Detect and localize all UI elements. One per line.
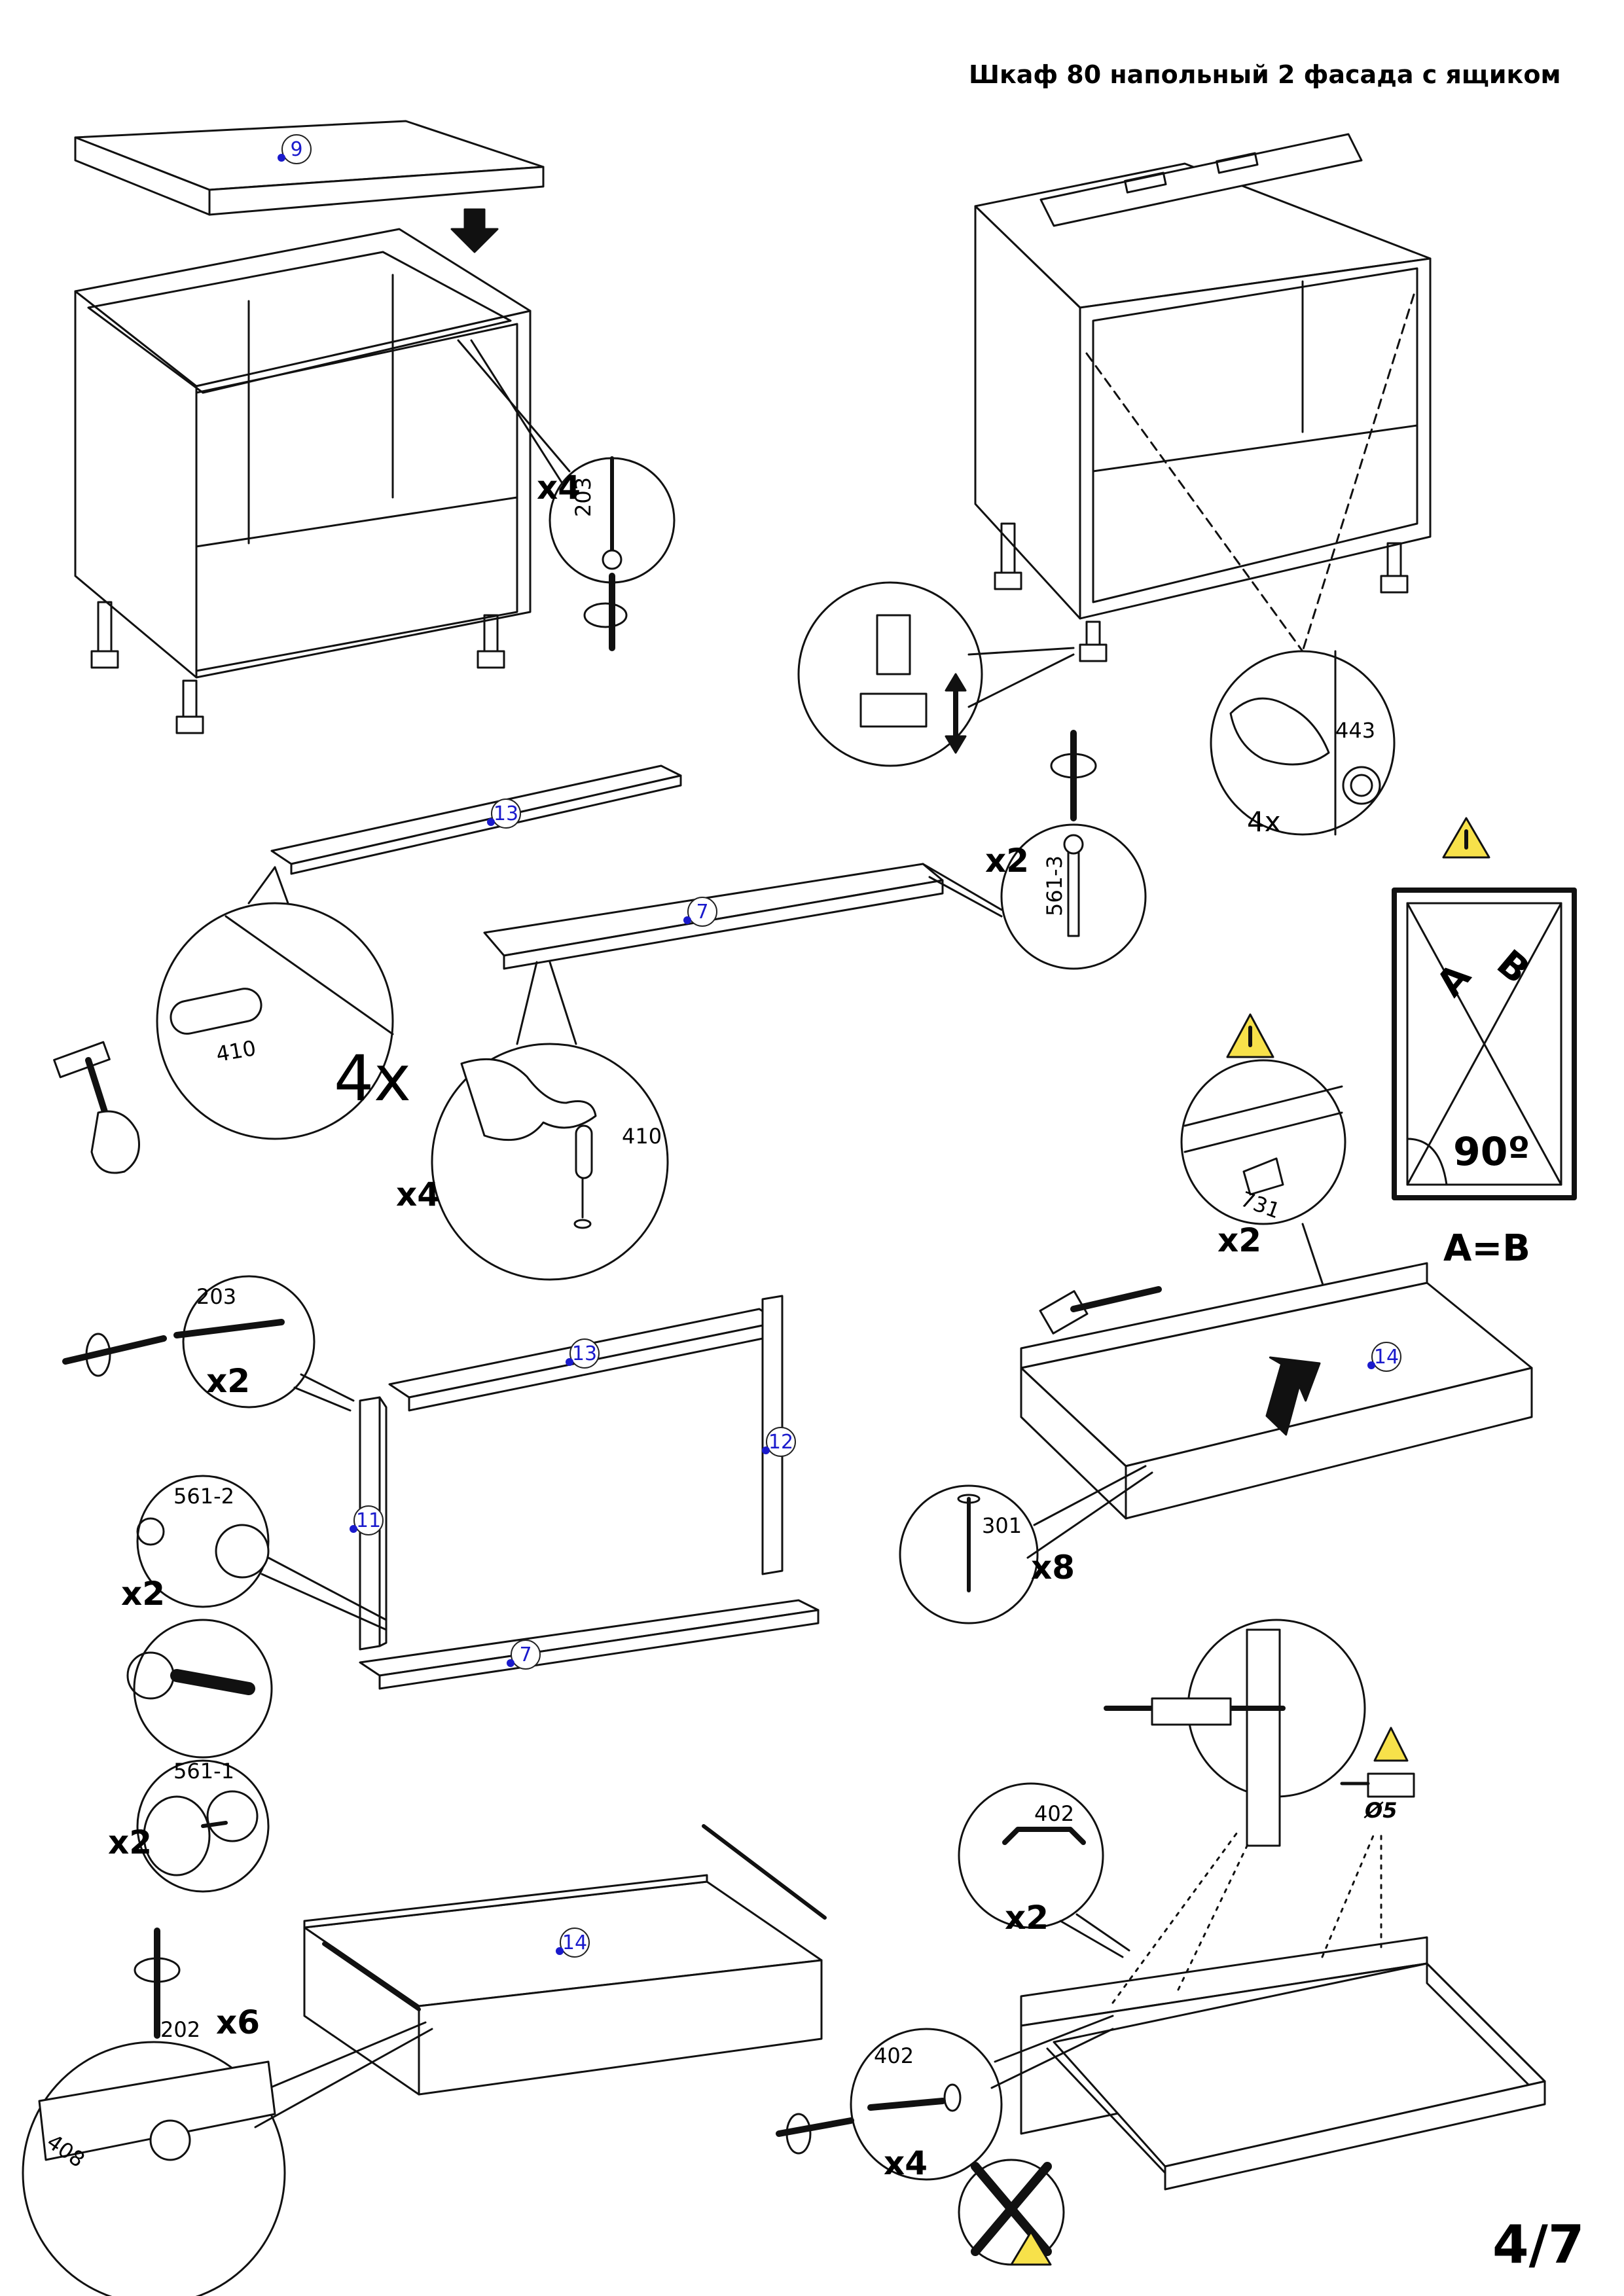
screwdriver-icon bbox=[583, 573, 628, 651]
part-label-14: 14 bbox=[556, 1928, 590, 1958]
quantity-label: x6 bbox=[216, 2003, 261, 2041]
hammer-icon bbox=[1039, 1286, 1162, 1335]
quantity-label: x2 bbox=[1005, 1899, 1049, 1937]
quantity-label: x2 bbox=[985, 842, 1030, 880]
hardware-code: 301 bbox=[982, 1513, 1022, 1538]
arrow-down-icon bbox=[450, 208, 499, 253]
leveling-step bbox=[797, 133, 1432, 836]
screwdriver-icon bbox=[134, 1928, 181, 2039]
quantity-label: x2 bbox=[1218, 1221, 1262, 1259]
hardware-code: 561-1 bbox=[173, 1759, 234, 1784]
screwdriver-icon bbox=[776, 2113, 854, 2155]
insert-arrow-icon bbox=[1265, 1356, 1321, 1436]
screwdriver-icon bbox=[1050, 730, 1097, 821]
page-number: 4/7 bbox=[1492, 2214, 1585, 2275]
quantity-label: 4x bbox=[1247, 806, 1281, 838]
part-label-12: 12 bbox=[762, 1427, 796, 1457]
hardware-code: 443 bbox=[1335, 718, 1376, 743]
hardware-code: 202 bbox=[160, 2017, 201, 2042]
part-label-14: 14 bbox=[1367, 1342, 1401, 1372]
part-label-13: 13 bbox=[487, 798, 521, 829]
hardware-code: 561-2 bbox=[173, 1484, 234, 1509]
warning-icon bbox=[1010, 2231, 1052, 2266]
hardware-code: 402 bbox=[1034, 1801, 1075, 1826]
square-check-diagram bbox=[1392, 817, 1577, 1200]
adjust-arrow-icon bbox=[945, 673, 967, 754]
part-label-11: 11 bbox=[350, 1505, 384, 1535]
right-angle-label: 90º bbox=[1453, 1129, 1530, 1175]
quantity-label: x4 bbox=[537, 469, 581, 507]
hardware-code: 203 bbox=[196, 1284, 237, 1309]
hardware-code: 410 bbox=[214, 1035, 258, 1067]
quantity-label: x4 bbox=[396, 1175, 441, 1213]
carcass-top-step bbox=[74, 120, 676, 734]
drawer-nail-step bbox=[899, 1013, 1533, 1624]
part-label-13: 13 bbox=[566, 1338, 600, 1369]
quantity-label: x2 bbox=[121, 1575, 166, 1613]
quantity-label: x4 bbox=[884, 2144, 928, 2182]
screw-icon bbox=[602, 456, 623, 570]
drill-size: Ø5 bbox=[1365, 1798, 1398, 1823]
warning-icon bbox=[1373, 1727, 1409, 1762]
quantity-label: x2 bbox=[108, 1823, 153, 1861]
handle-step bbox=[776, 1619, 1546, 2266]
dowel-step bbox=[53, 730, 1147, 1281]
page-title: Шкаф 80 напольный 2 фасада с ящиком bbox=[969, 60, 1561, 89]
drill-icon bbox=[1340, 1772, 1415, 1798]
part-label-7: 7 bbox=[507, 1640, 541, 1670]
level-icon bbox=[1039, 133, 1363, 227]
hardware-code: 561-3 bbox=[1042, 855, 1067, 916]
quantity-label: x2 bbox=[206, 1362, 251, 1400]
hardware-code: 410 bbox=[622, 1124, 662, 1149]
screwdriver-icon bbox=[62, 1333, 167, 1377]
drawer-runner-step bbox=[22, 1824, 827, 2296]
drawer-frame-step bbox=[62, 1275, 820, 1893]
hammer-icon bbox=[53, 1041, 140, 1174]
diagonals-equal-rule: A=B bbox=[1443, 1227, 1530, 1270]
part-label-7: 7 bbox=[683, 897, 717, 927]
quantity-label: 4x bbox=[334, 1042, 411, 1115]
part-label-9: 9 bbox=[278, 134, 312, 164]
quantity-label: x8 bbox=[1031, 1549, 1075, 1587]
hardware-code: 402 bbox=[874, 2043, 914, 2068]
